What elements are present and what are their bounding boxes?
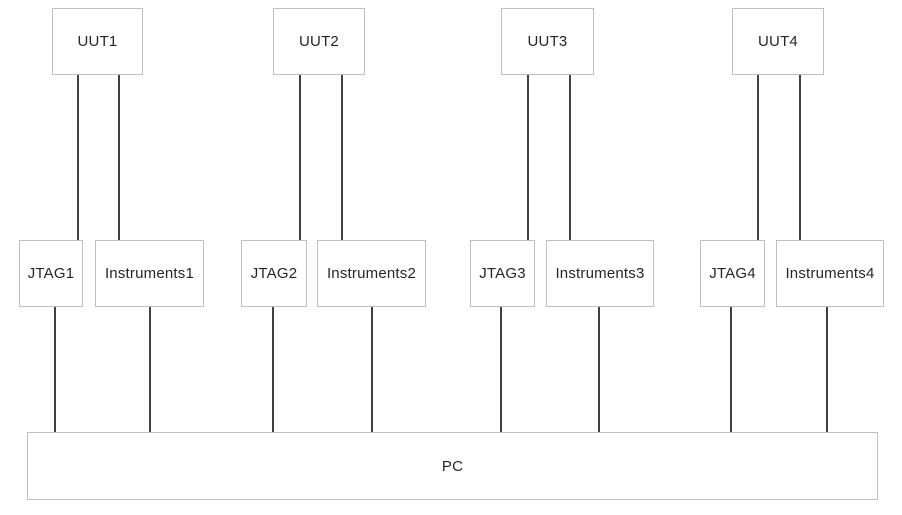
node-label: UUT3 [527,33,568,50]
node-label: UUT1 [77,33,118,50]
node-jtag4: JTAG4 [700,240,765,307]
node-label: JTAG4 [709,265,756,282]
node-instruments1: Instruments1 [95,240,204,307]
node-label: Instruments3 [555,265,645,282]
node-pc: PC [27,432,878,500]
node-instruments3: Instruments3 [546,240,654,307]
node-jtag2: JTAG2 [241,240,307,307]
node-label: Instruments4 [785,265,875,282]
node-label: Instruments2 [326,265,417,282]
node-jtag3: JTAG3 [470,240,535,307]
node-label: JTAG1 [27,265,75,282]
node-label: UUT2 [299,33,339,50]
node-instruments4: Instruments4 [776,240,884,307]
node-instruments2: Instruments2 [317,240,426,307]
node-uut4: UUT4 [732,8,824,75]
node-uut2: UUT2 [273,8,365,75]
node-uut3: UUT3 [501,8,594,75]
node-uut1: UUT1 [52,8,143,75]
node-label: JTAG3 [479,265,526,282]
node-label: PC [441,457,464,475]
node-label: UUT4 [758,33,798,50]
node-label: JTAG2 [250,265,298,282]
node-label: Instruments1 [104,265,195,282]
node-jtag1: JTAG1 [19,240,83,307]
